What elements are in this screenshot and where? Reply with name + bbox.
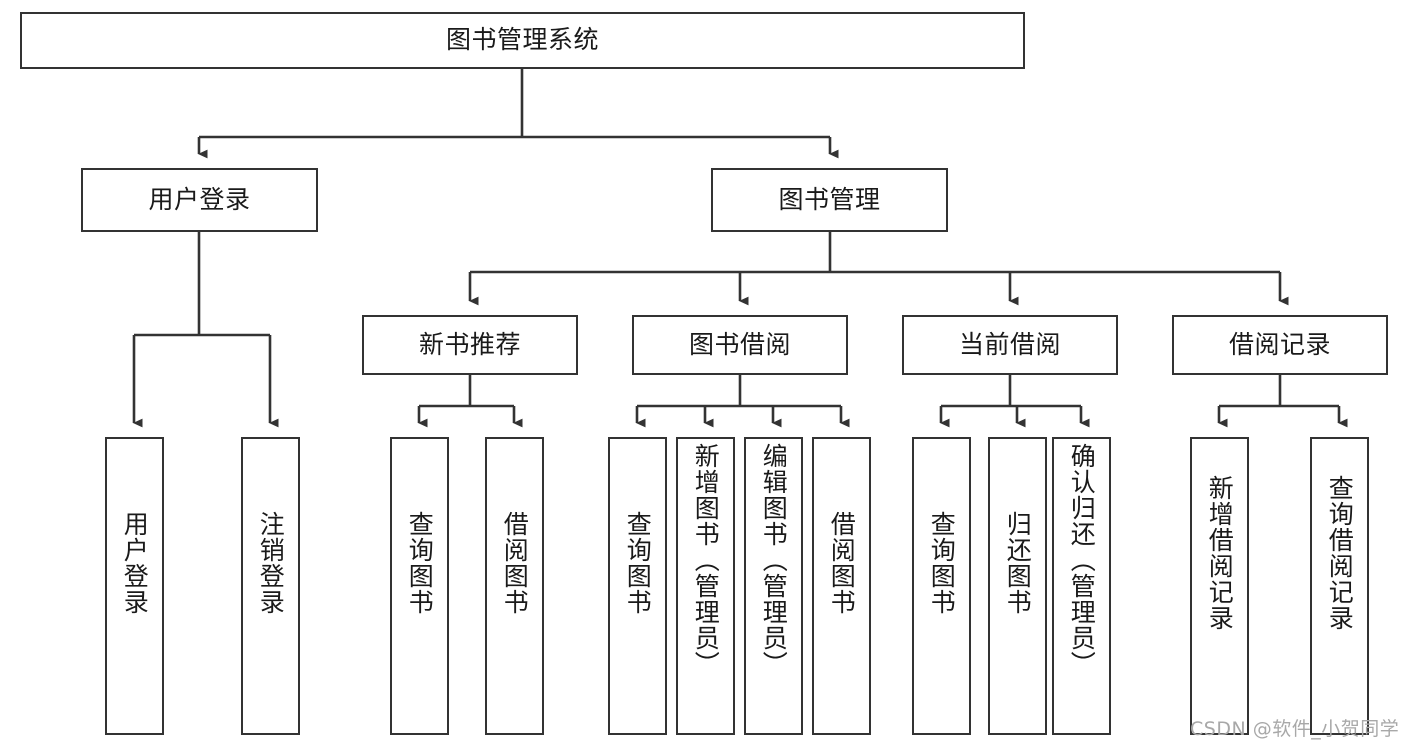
node-leaf-logout-label: 注销登录 bbox=[256, 511, 286, 615]
node-leaf-add-book-label: 新增图书（管理员） bbox=[691, 443, 721, 677]
node-leaf-query-borrow-record[interactable]: 查询借阅记录 bbox=[1310, 437, 1369, 735]
node-leaf-query-book-current[interactable]: 查询图书 bbox=[912, 437, 971, 735]
node-leaf-user-login-label: 用户登录 bbox=[120, 511, 150, 615]
node-leaf-query-book-current-label: 查询图书 bbox=[927, 511, 957, 615]
node-leaf-query-book-borrow-label: 查询图书 bbox=[623, 511, 653, 615]
node-leaf-query-book-borrow[interactable]: 查询图书 bbox=[608, 437, 667, 735]
node-user-login[interactable]: 用户登录 bbox=[81, 168, 318, 232]
node-root-label: 图书管理系统 bbox=[445, 25, 599, 55]
node-leaf-logout[interactable]: 注销登录 bbox=[241, 437, 300, 735]
node-leaf-confirm-return-label: 确认归还（管理员） bbox=[1067, 443, 1097, 677]
node-leaf-edit-book[interactable]: 编辑图书（管理员） bbox=[744, 437, 803, 735]
node-leaf-confirm-return[interactable]: 确认归还（管理员） bbox=[1052, 437, 1111, 735]
node-leaf-borrow-book[interactable]: 借阅图书 bbox=[812, 437, 871, 735]
node-book-management[interactable]: 图书管理 bbox=[711, 168, 948, 232]
node-book-management-label: 图书管理 bbox=[778, 184, 881, 214]
node-leaf-return-book[interactable]: 归还图书 bbox=[988, 437, 1047, 735]
node-leaf-borrow-book-recommend-label: 借阅图书 bbox=[500, 511, 530, 615]
node-leaf-borrow-book-recommend[interactable]: 借阅图书 bbox=[485, 437, 544, 735]
node-leaf-query-borrow-record-label: 查询借阅记录 bbox=[1325, 475, 1355, 631]
node-leaf-add-borrow-record-label: 新增借阅记录 bbox=[1205, 475, 1235, 631]
node-leaf-add-book[interactable]: 新增图书（管理员） bbox=[676, 437, 735, 735]
watermark-text: CSDN @软件_小贺同学 bbox=[1190, 718, 1400, 740]
node-leaf-query-book-recommend[interactable]: 查询图书 bbox=[390, 437, 449, 735]
node-borrow-record[interactable]: 借阅记录 bbox=[1172, 315, 1388, 375]
node-new-book-recommend[interactable]: 新书推荐 bbox=[362, 315, 578, 375]
node-leaf-return-book-label: 归还图书 bbox=[1003, 511, 1033, 615]
node-user-login-label: 用户登录 bbox=[148, 184, 251, 214]
node-leaf-user-login[interactable]: 用户登录 bbox=[105, 437, 164, 735]
node-new-book-recommend-label: 新书推荐 bbox=[418, 329, 521, 359]
node-borrow-record-label: 借阅记录 bbox=[1228, 329, 1331, 359]
node-root[interactable]: 图书管理系统 bbox=[20, 12, 1025, 69]
node-current-borrow[interactable]: 当前借阅 bbox=[902, 315, 1118, 375]
node-leaf-edit-book-label: 编辑图书（管理员） bbox=[759, 443, 789, 677]
node-book-borrow[interactable]: 图书借阅 bbox=[632, 315, 848, 375]
node-leaf-borrow-book-label: 借阅图书 bbox=[827, 511, 857, 615]
node-current-borrow-label: 当前借阅 bbox=[958, 329, 1061, 359]
node-book-borrow-label: 图书借阅 bbox=[688, 329, 791, 359]
node-leaf-query-book-recommend-label: 查询图书 bbox=[405, 511, 435, 615]
node-leaf-add-borrow-record[interactable]: 新增借阅记录 bbox=[1190, 437, 1249, 735]
